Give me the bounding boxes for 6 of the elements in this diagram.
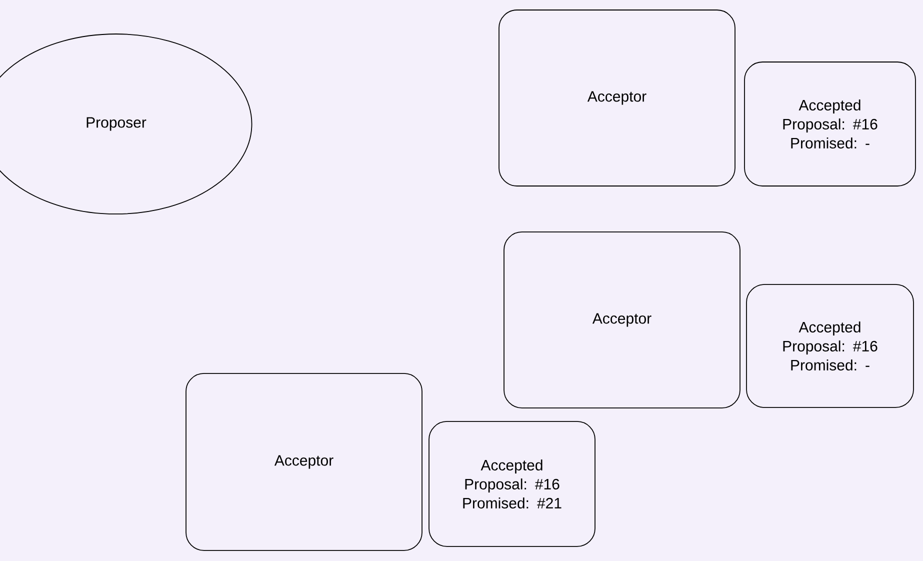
acceptor-box: Acceptor (498, 10, 736, 186)
acceptor-box: Acceptor (504, 232, 740, 408)
state-box: Accepted Proposal: #16 Promised: - (744, 62, 916, 186)
state-box: Accepted Proposal: #16 Promised: #21 (428, 421, 596, 547)
acceptor-box: Acceptor (186, 373, 422, 551)
state-box: Accepted Proposal: #16 Promised: - (746, 284, 914, 408)
